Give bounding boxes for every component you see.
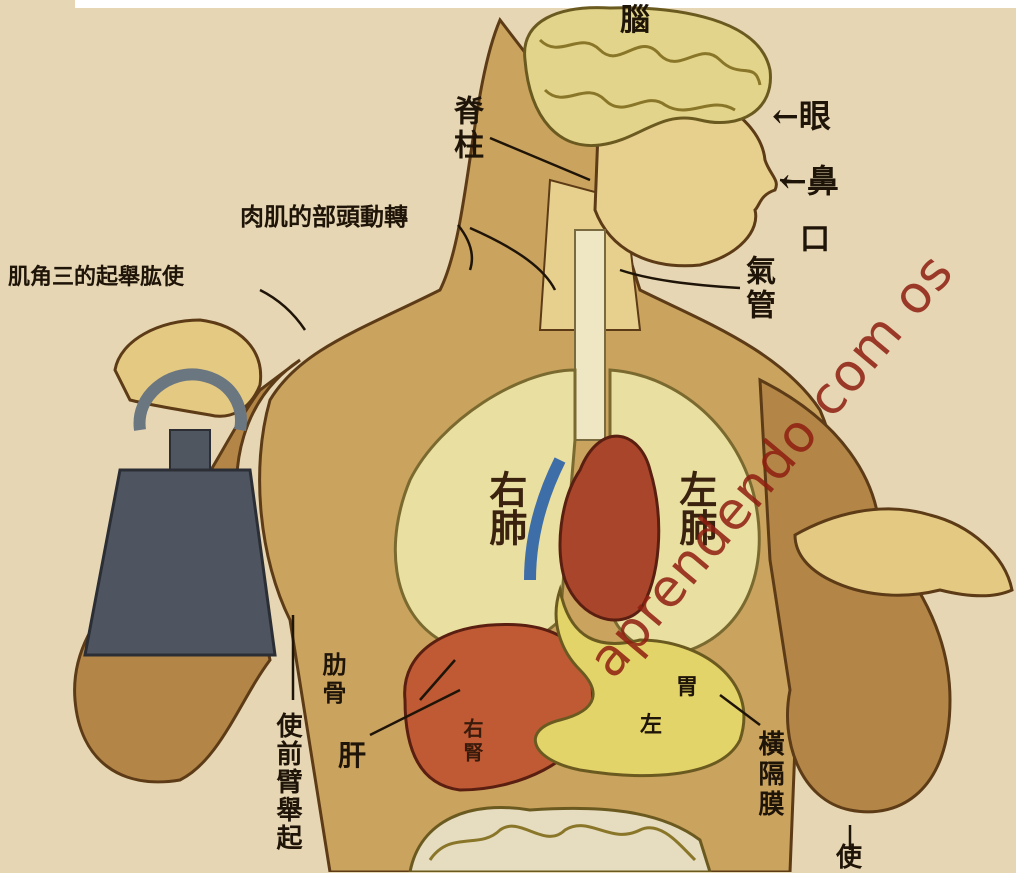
trachea-tube — [575, 230, 605, 440]
brain-label: 腦 — [620, 6, 650, 36]
stomach-label: 胃 — [676, 676, 698, 698]
spine-label: 脊柱 — [450, 95, 480, 163]
partial-bottom-label: 使 — [836, 845, 862, 871]
trachea-label: 氣管 — [742, 255, 772, 323]
liver-label: 肝 — [338, 742, 366, 770]
deltoid-label: 肌角三的起舉肱使 — [8, 266, 184, 288]
diaphragm-label: 橫隔膜 — [756, 730, 782, 820]
left-kidney-label: 左 — [640, 714, 662, 736]
nose-label: ←鼻 — [780, 165, 839, 197]
rib-label: 肋骨 — [320, 652, 344, 708]
eye-label: ←眼 — [772, 100, 831, 132]
right-kidney-label: 右腎 — [462, 718, 482, 766]
forearm-label: 使前臂舉起 — [274, 712, 300, 852]
right-lung-label: 右肺 — [485, 470, 525, 546]
mouth-label: 口 — [800, 225, 830, 255]
neck-muscle-label: 肉肌的部頭動轉 — [240, 205, 408, 229]
iron-weight — [85, 374, 275, 655]
